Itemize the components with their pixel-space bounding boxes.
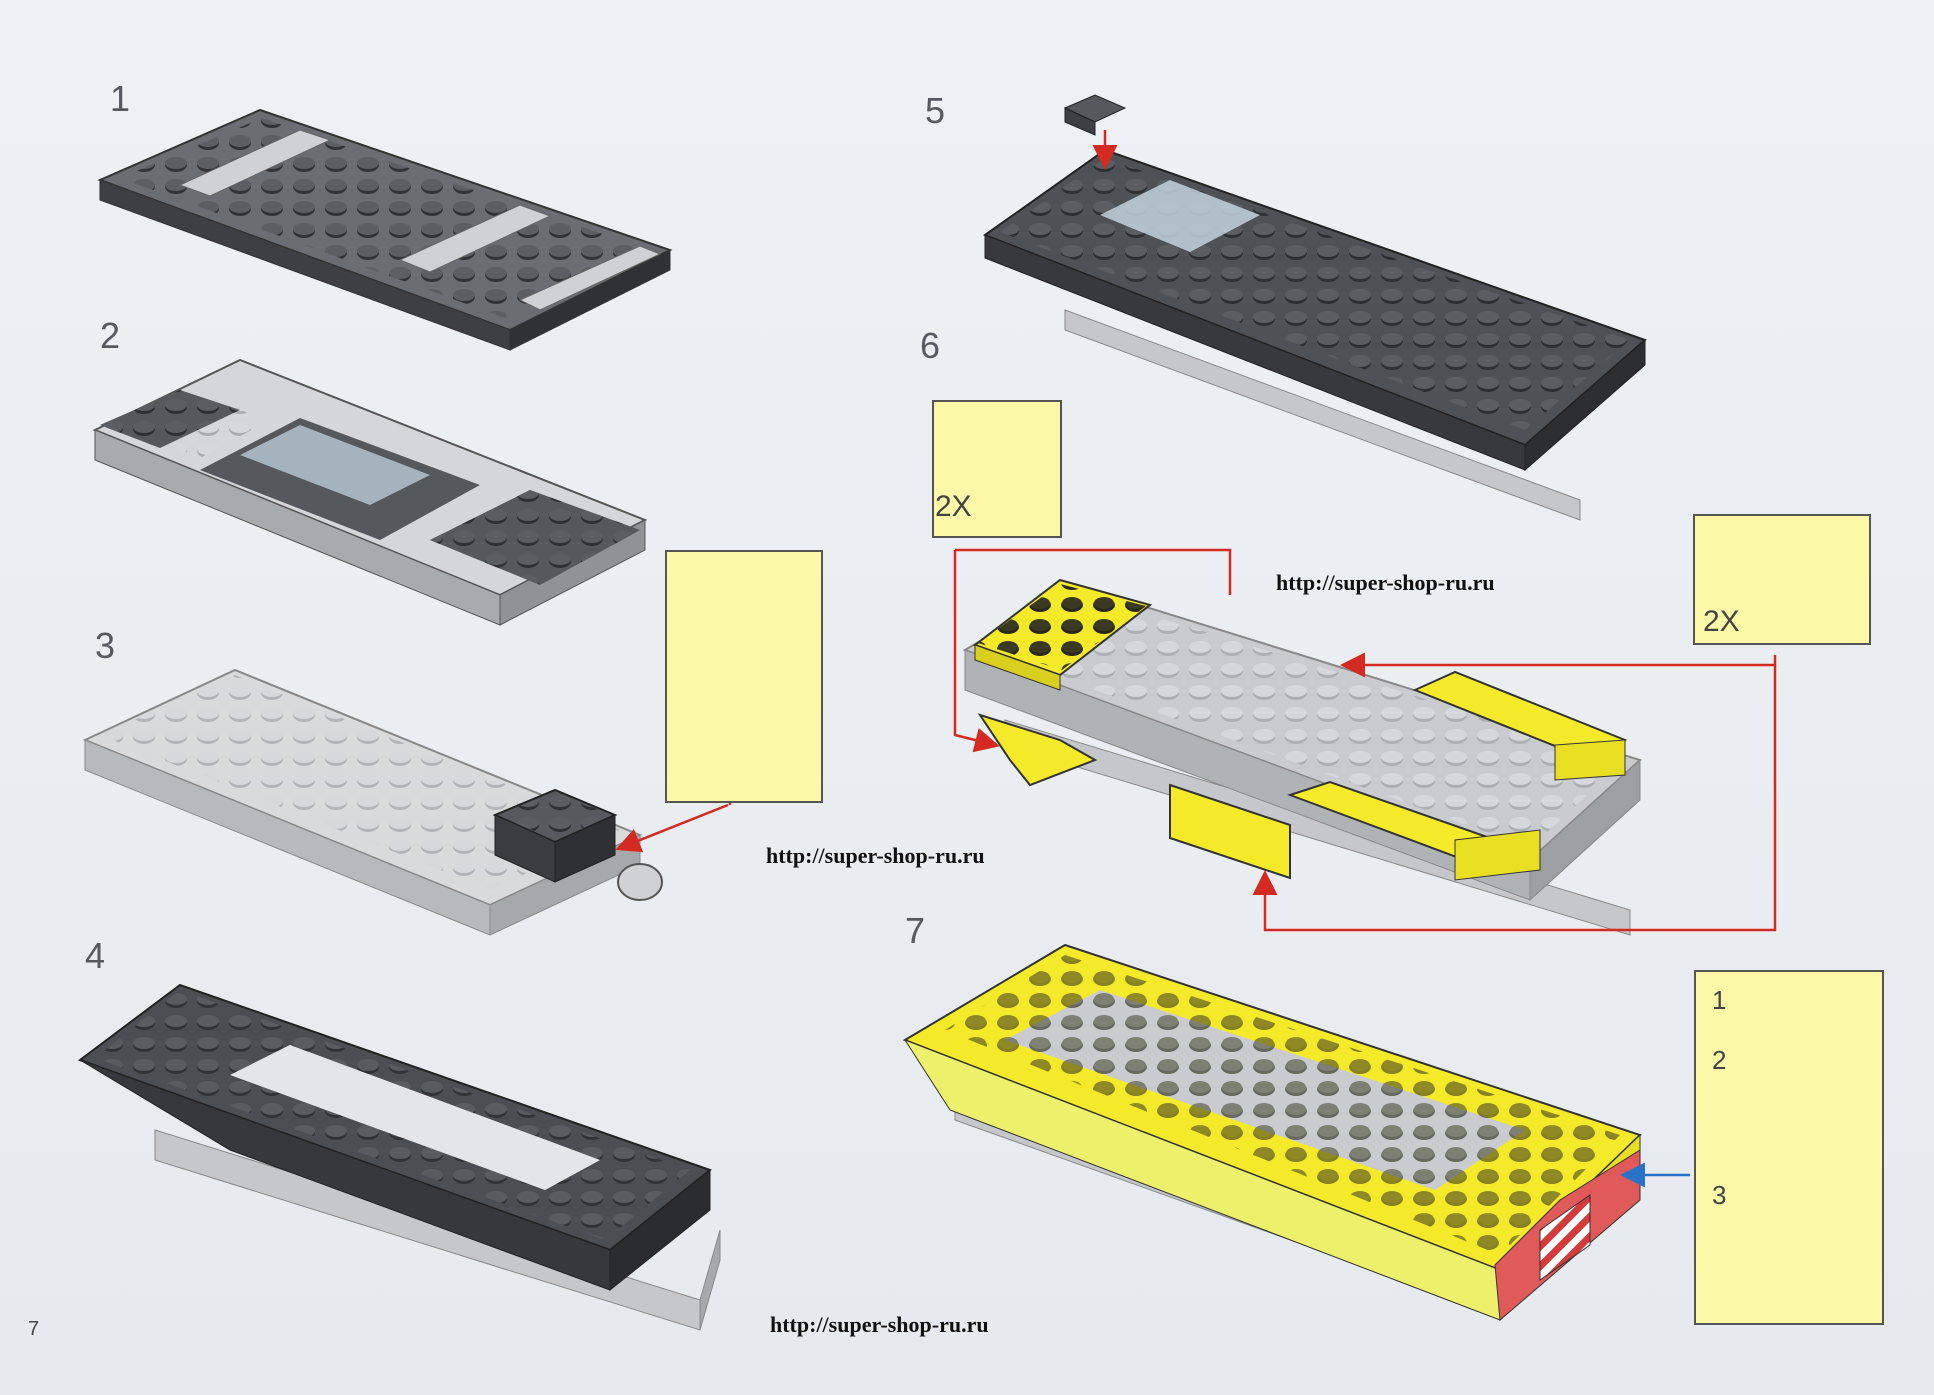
step6-brick-quantity: 2X: [1703, 605, 1740, 638]
step7-substep-1: 1: [1712, 985, 1727, 1015]
page-number: 7: [28, 1318, 40, 1340]
step-number-4: 4: [85, 935, 106, 976]
step4-assembly: [77, 983, 721, 1331]
watermark-url: http://super-shop-ru.ru: [1276, 570, 1495, 595]
watermark-url: http://super-shop-ru.ru: [770, 1312, 989, 1337]
step7-callout-box: [1694, 970, 1884, 1325]
step-number-1: 1: [110, 78, 131, 119]
step6-assembly: [953, 548, 1777, 936]
step-number-6: 6: [920, 325, 941, 366]
step-number-7: 7: [905, 910, 926, 951]
step3-callout-box: [665, 550, 823, 803]
step6-slope-callout: [932, 400, 1062, 538]
step3-assembly: [82, 668, 732, 936]
step7-substep-2: 2: [1712, 1045, 1727, 1075]
step-number-2: 2: [100, 315, 121, 356]
step-number-3: 3: [95, 625, 116, 666]
step7-substep-3: 3: [1712, 1180, 1727, 1210]
step7-assembly: [902, 943, 1690, 1322]
watermark-url: http://super-shop-ru.ru: [766, 843, 985, 868]
step5-assembly: [982, 94, 1647, 521]
step-number-5: 5: [925, 90, 946, 131]
step6-brick-callout: [1693, 514, 1871, 645]
step2-assembly: [92, 358, 648, 626]
step1-assembly: [97, 108, 673, 351]
step6-slope-quantity: 2X: [935, 490, 972, 523]
